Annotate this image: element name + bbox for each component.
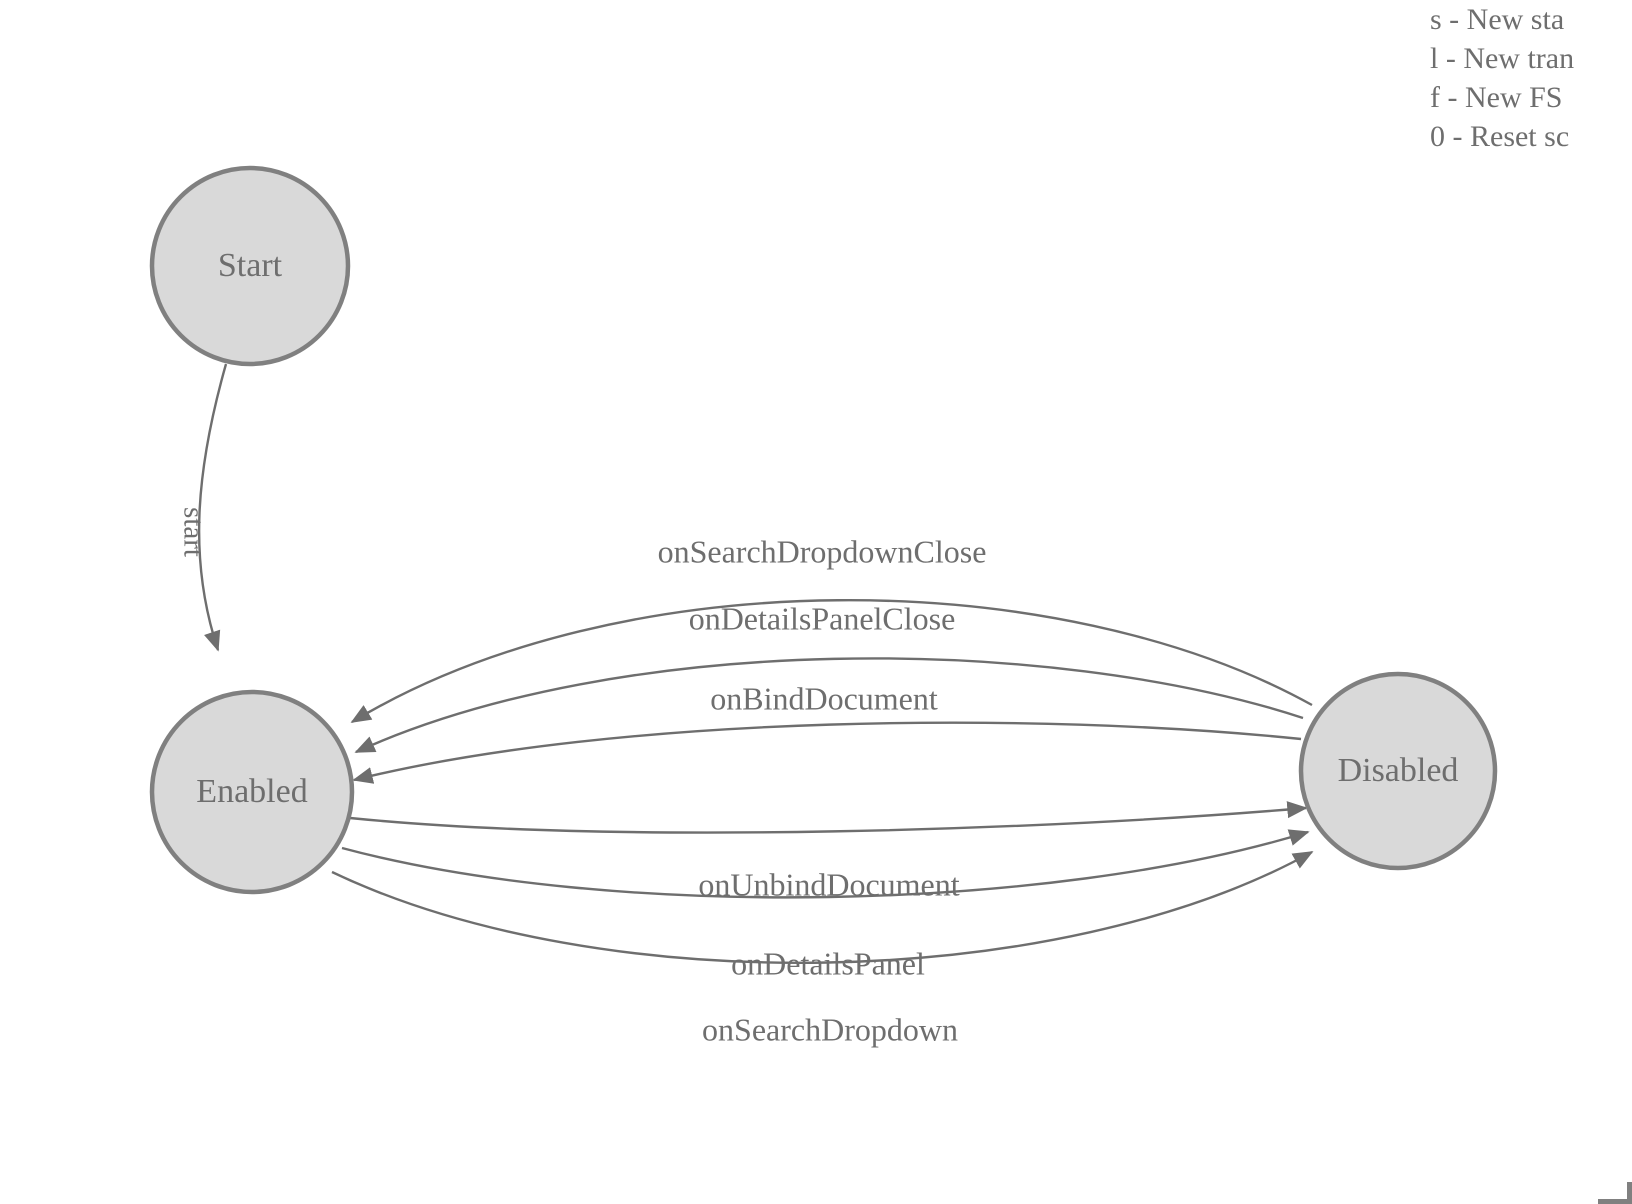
node-start[interactable]	[149, 165, 351, 367]
node-layer	[149, 165, 1498, 895]
edge-enabled-to-disabled-details-panel[interactable]	[341, 829, 1310, 899]
node-label-start: Start	[217, 247, 283, 284]
node-label-disabled: Disabled	[1337, 752, 1459, 789]
node-disabled[interactable]	[1298, 671, 1498, 871]
edge-enabled-to-disabled-unbind-document[interactable]	[349, 801, 1308, 834]
edge-label-start: start	[177, 507, 210, 557]
edge-label-details-panel: onDetailsPanel	[731, 945, 925, 982]
edge-label-search-dropdown: onSearchDropdown	[702, 1011, 958, 1048]
edge-label-unbind-document: onUnbindDocument	[698, 866, 960, 903]
edge-label-search-dropdown-close: onSearchDropdownClose	[657, 533, 987, 570]
edge-disabled-to-enabled-bind-document[interactable]	[352, 721, 1302, 784]
edge-label-details-panel-close: onDetailsPanelClose	[688, 600, 956, 637]
edge-enabled-to-disabled-search-dropdown[interactable]	[331, 850, 1314, 964]
edge-disabled-to-enabled-search-dropdown-close[interactable]	[350, 599, 1313, 724]
edge-start-to-enabled[interactable]	[197, 363, 228, 652]
edge-disabled-to-enabled-details-panel-close[interactable]	[354, 657, 1304, 754]
edge-layer	[197, 363, 1314, 964]
window-resize-corner[interactable]	[1598, 1182, 1632, 1204]
node-enabled[interactable]	[149, 689, 355, 895]
node-label-enabled: Enabled	[196, 773, 308, 810]
resize-corner-vertical-bar	[1627, 1182, 1632, 1204]
resize-corner-horizontal-bar	[1598, 1199, 1632, 1204]
edge-label-bind-document: onBindDocument	[710, 680, 938, 717]
